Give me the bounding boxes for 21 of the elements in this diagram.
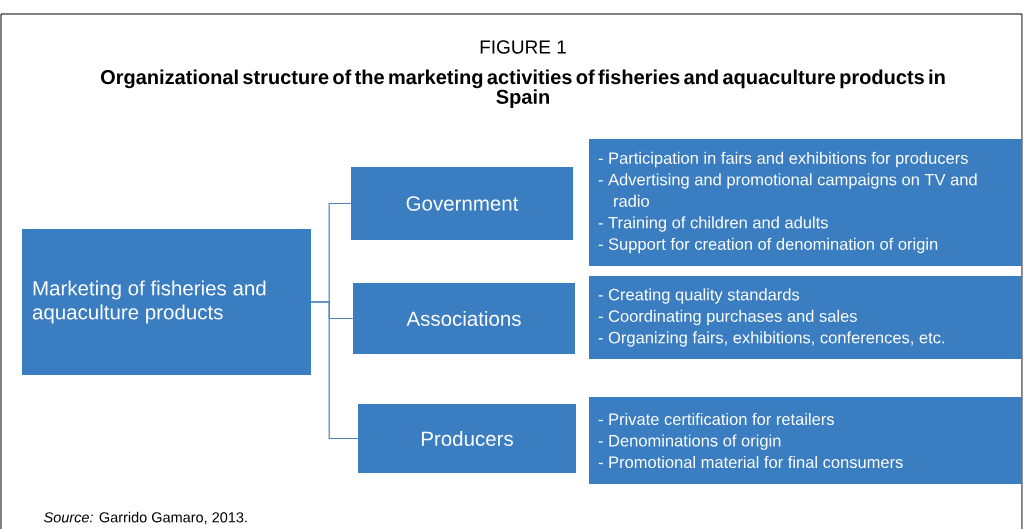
category-box: Government [351, 167, 573, 240]
list-item: - Support for creation of denomination of origin [598, 237, 938, 254]
activity-list-box [589, 139, 1022, 266]
activity-list-box [589, 397, 1022, 484]
activity-list-box [589, 276, 1022, 359]
connector-line [310, 301, 359, 440]
title: Organizational structure of the marketing activities of fisheries and aquaculture products in Spain [100, 69, 945, 108]
list-item: - Private certification for retailers [598, 412, 834, 426]
figure-number: FIGURE 1 [480, 40, 566, 54]
source-note: Source: Garrido Gamaro, 2013. [43, 511, 247, 525]
list-item: - Denominations of origin [598, 434, 781, 450]
list-item: - Coordinating purchases and sales [598, 309, 857, 326]
topic-box: Marketing of fisheries and aquaculture products [22, 229, 311, 375]
list-item: - Organizing fairs, exhibitions, conferences, etc. [598, 331, 945, 347]
list-item: - Promotional material for final consumers [598, 455, 903, 469]
list-item: - Participation in fairs and exhibitions for producers [598, 151, 968, 168]
list-item: - Advertising and promotional campaigns on TV and radio [598, 173, 977, 207]
category-box: Producers [358, 404, 576, 473]
list-item: - Creating quality standards [598, 288, 800, 304]
list-item: - Training of children and adults [598, 216, 828, 232]
category-box: Associations [353, 283, 575, 354]
